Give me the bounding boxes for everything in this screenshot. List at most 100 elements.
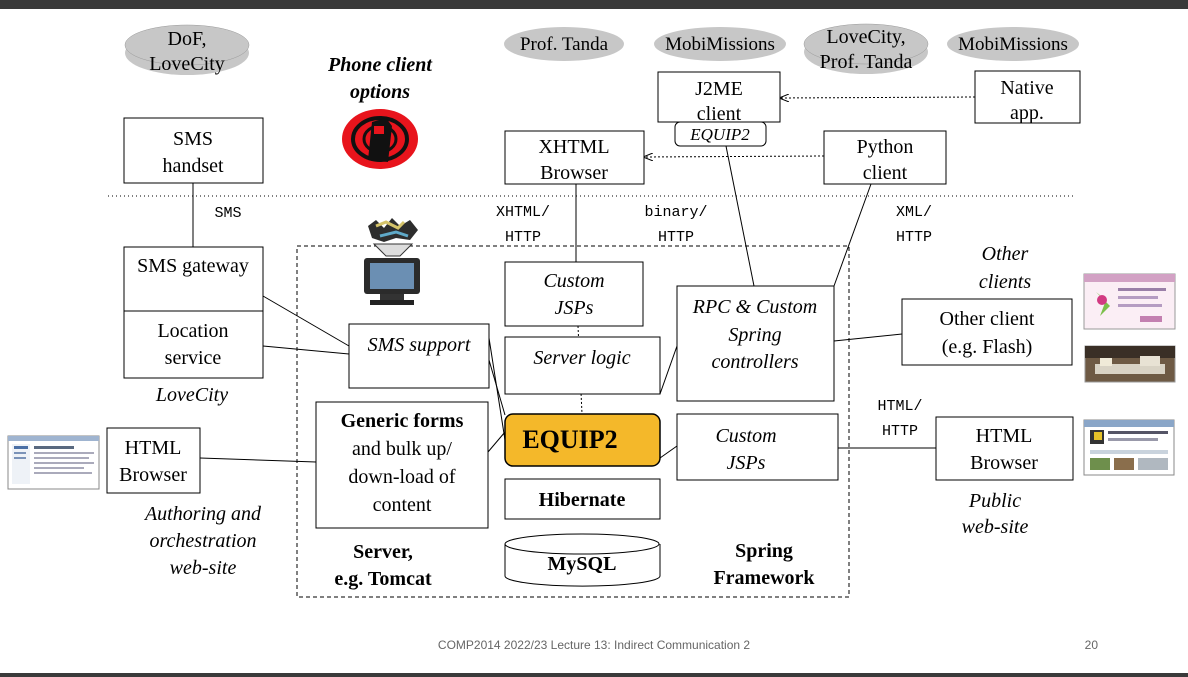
location-service-label: service	[165, 347, 222, 369]
html-browser-label: Browser	[119, 464, 187, 486]
equip2-core-box: EQUIP2	[504, 413, 661, 467]
cloud-label-lovecity: LoveCity,	[826, 26, 905, 48]
hibernate-label: Hibernate	[539, 489, 626, 511]
python-to-xhtml-arrow	[644, 156, 825, 157]
server-container	[296, 245, 850, 598]
j2me-client-box: J2ME client	[657, 71, 781, 125]
protocol-xhtml-http: HTTP	[505, 229, 541, 246]
sms-handset-label: handset	[162, 155, 224, 177]
lovecity-caption: LoveCity	[155, 384, 228, 406]
custom-jsps-bottom-box: Custom JSPs	[676, 413, 839, 481]
location-service-box: Location service	[123, 310, 264, 379]
xhtml-browser-label: XHTML	[538, 136, 609, 158]
custom-jsps-label: Custom	[543, 270, 604, 292]
cloud-label-lovecity: LoveCity	[149, 53, 225, 75]
screenshot-thumbnail-icon	[1083, 273, 1176, 330]
sms-handset-label: SMS	[173, 128, 213, 150]
screenshot-thumbnail-icon	[1083, 419, 1175, 476]
protocol-binary-http: HTTP	[658, 229, 694, 246]
other-clients-caption: Other	[982, 243, 1029, 265]
equip2-tag-label: EQUIP2	[689, 125, 750, 144]
cloud-label-mobimissions: MobiMissions	[665, 34, 775, 55]
sms-support-label: SMS support	[368, 334, 471, 356]
public-site-caption: web-site	[962, 516, 1029, 538]
phone-icon	[342, 109, 418, 169]
html-browser-right-box: HTML Browser	[935, 416, 1074, 481]
rpc-controllers-box: RPC & Custom Spring controllers	[676, 285, 835, 402]
html-browser-label: Browser	[970, 452, 1038, 474]
python-client-label: Python	[857, 136, 914, 158]
screenshot-thumbnail-icon	[7, 435, 100, 490]
sms-gateway-label: SMS gateway	[137, 255, 249, 277]
generic-forms-label: and bulk up/	[352, 438, 452, 460]
j2me-label: client	[697, 103, 742, 125]
native-app-label: Native	[1000, 77, 1053, 99]
custom-jsps-top-box: Custom JSPs	[504, 261, 644, 327]
public-site-caption: Public	[968, 490, 1021, 512]
html-browser-label: HTML	[976, 425, 1033, 447]
rpc-label: controllers	[711, 351, 798, 373]
server-caption: Server,	[353, 541, 413, 563]
other-client-box: Other client (e.g. Flash)	[901, 298, 1073, 366]
server-logic-box: Server logic	[504, 336, 661, 395]
cloud-label-tanda: Prof. Tanda	[520, 34, 609, 55]
server-caption: e.g. Tomcat	[334, 568, 432, 590]
cloud-label-tanda: Prof. Tanda	[820, 51, 913, 73]
bottom-bar	[0, 673, 1188, 677]
rpc-label: RPC & Custom	[692, 296, 817, 318]
sms-support-box: SMS support	[348, 323, 490, 389]
cloud-tanda: Prof. Tanda	[504, 27, 624, 61]
xhtml-browser-label: Browser	[540, 162, 608, 184]
authoring-caption: orchestration	[149, 530, 256, 552]
protocol-xhtml-http: XHTML/	[496, 204, 550, 221]
custom-jsps-label: JSPs	[555, 297, 594, 319]
generic-forms-box: Generic forms and bulk up/ down-load of …	[315, 401, 489, 529]
xhtml-browser-box: XHTML Browser	[504, 130, 645, 185]
j2me-label: J2ME	[695, 78, 743, 100]
sms-handset-box: SMS handset	[123, 117, 264, 184]
cloud-lovecity-tanda: LoveCity, Prof. Tanda	[803, 23, 929, 74]
other-clients-caption: clients	[979, 271, 1031, 293]
protocol-html-http: HTTP	[882, 423, 918, 440]
generic-forms-label: content	[373, 494, 432, 516]
other-client-label: Other client	[940, 308, 1035, 330]
native-app-label: app.	[1010, 102, 1044, 124]
connectors	[192, 145, 936, 463]
location-service-label: Location	[157, 320, 228, 342]
protocol-html-http: HTML/	[877, 398, 922, 415]
page-number: 20	[1084, 638, 1098, 652]
html-browser-left-box: HTML Browser	[106, 427, 201, 494]
generic-forms-label: Generic forms	[341, 410, 464, 432]
phone-options-label: Phone client	[327, 54, 433, 76]
screenshot-thumbnail-icon	[1084, 345, 1176, 383]
protocol-xml-http: HTTP	[896, 229, 932, 246]
custom-jsps-label: Custom	[715, 425, 776, 447]
equip2-label: EQUIP2	[522, 425, 617, 454]
cloud-mobimissions-1: MobiMissions	[654, 27, 786, 61]
generic-forms-label: down-load of	[348, 466, 456, 488]
server-logic-label: Server logic	[533, 347, 630, 369]
spring-caption: Spring	[735, 540, 793, 562]
html-browser-label: HTML	[125, 437, 182, 459]
python-client-box: Python client	[823, 130, 947, 185]
trash-computer-icon	[364, 218, 420, 305]
protocol-binary-http: binary/	[644, 204, 707, 221]
custom-jsps-label: JSPs	[727, 452, 766, 474]
j2me-equip2-tag: EQUIP2	[674, 121, 767, 147]
protocol-sms: SMS	[214, 205, 241, 222]
native-app-box: Native app.	[974, 70, 1081, 124]
authoring-caption: web-site	[170, 557, 237, 579]
cloud-label-dof: DoF,	[168, 28, 207, 50]
cloud-label-mobimissions: MobiMissions	[958, 34, 1068, 55]
cloud-dof-lovecity: DoF, LoveCity	[124, 24, 250, 75]
top-bar	[0, 0, 1188, 9]
footer-text: COMP2014 2022/23 Lecture 13: Indirect Co…	[437, 638, 751, 652]
other-client-label: (e.g. Flash)	[942, 336, 1033, 358]
cloud-mobimissions-2: MobiMissions	[947, 27, 1079, 61]
native-to-j2me-arrow	[780, 97, 976, 98]
phone-options-label: options	[350, 81, 410, 103]
mysql-database: MySQL	[504, 533, 661, 587]
spring-caption: Framework	[713, 567, 815, 589]
sms-gateway-box: SMS gateway	[123, 246, 264, 312]
